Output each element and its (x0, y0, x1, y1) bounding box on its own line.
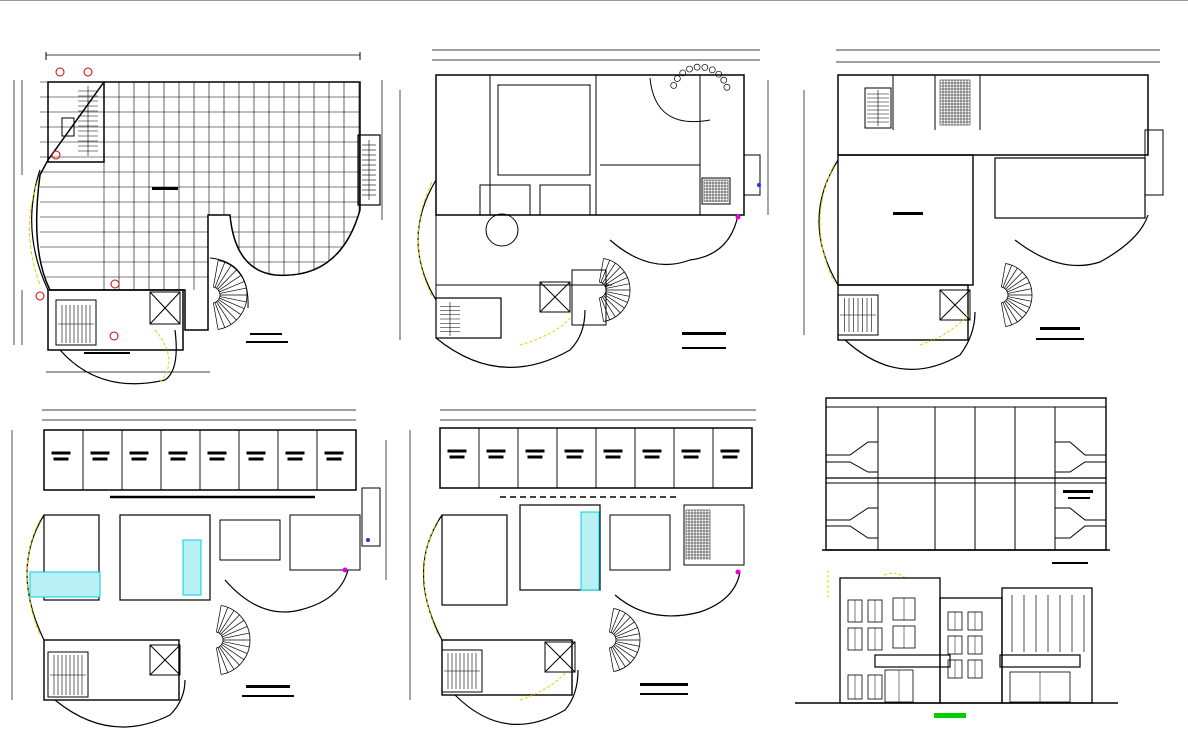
stair-lower (440, 302, 460, 336)
wc-tiles (939, 79, 971, 126)
floor-plan-4 (11, 409, 387, 728)
spiral-stair (213, 260, 248, 330)
spiral-stair (599, 258, 631, 322)
floor-plan-5 (409, 409, 756, 726)
stair-right (362, 140, 376, 200)
sheet-top-border (0, 0, 1188, 1)
stair-lower (50, 655, 86, 695)
floor-plan-1 (13, 52, 383, 385)
facade-fins (1011, 595, 1085, 652)
spiral-stair (1001, 263, 1033, 327)
stair-lower (840, 298, 876, 332)
round-feature (670, 63, 731, 91)
front-windows-right (947, 611, 1071, 703)
spiral-stair (609, 608, 641, 672)
elevation-side (822, 397, 1110, 564)
elevation-front (795, 570, 1118, 718)
hall-grid (20, 81, 360, 300)
top-room-row (447, 428, 740, 488)
top-room-row (51, 430, 344, 490)
wc-tiles (685, 509, 711, 560)
stair-lower (444, 653, 480, 689)
floor-plan-2 (399, 49, 769, 368)
floor-plan-3 (803, 49, 1164, 371)
stair-lower (58, 305, 94, 343)
stair-top (867, 90, 889, 126)
stair-top-left (78, 86, 98, 156)
front-windows-left (847, 597, 916, 703)
wc-tiles (703, 179, 729, 202)
spiral-stair (216, 605, 251, 675)
